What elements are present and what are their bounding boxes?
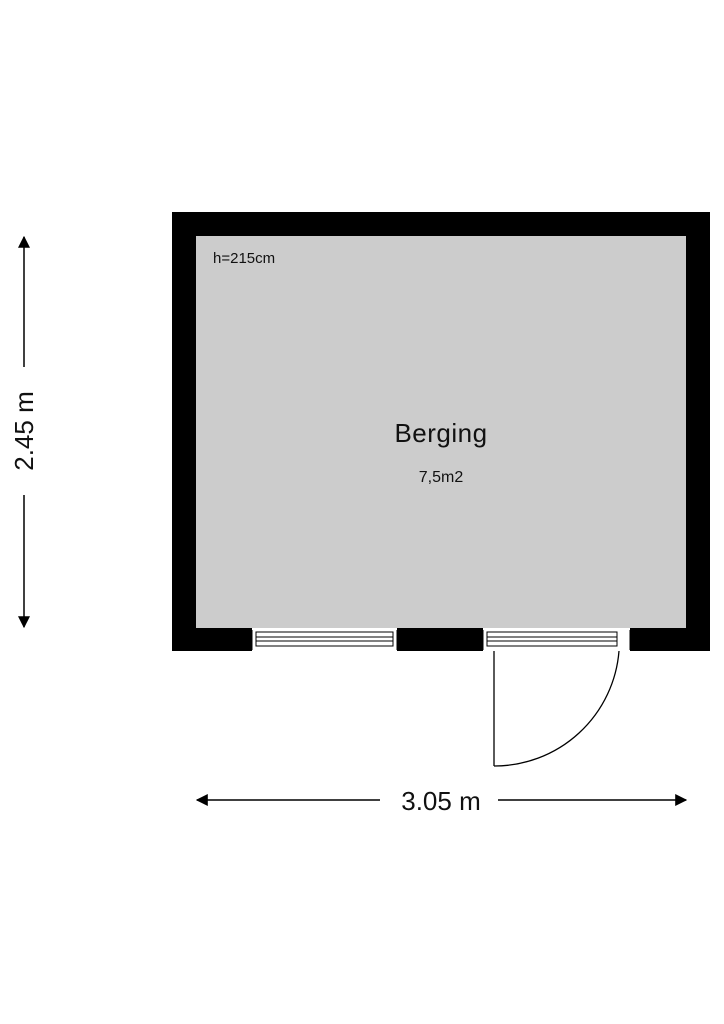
door-frame: [486, 631, 618, 647]
depth-dimension: 2.45 m: [9, 235, 39, 629]
door-swing-arc: [493, 650, 620, 767]
width-dimension-label: 3.05 m: [401, 786, 481, 816]
door: [482, 628, 631, 767]
room-name: Berging: [394, 418, 487, 448]
width-dimension: 3.05 m: [195, 786, 688, 816]
ceiling-height-label: h=215cm: [213, 250, 275, 267]
depth-dimension-label: 2.45 m: [9, 391, 39, 471]
window: [251, 628, 398, 651]
room-floor: [196, 236, 686, 628]
room-area: 7,5m2: [419, 469, 464, 486]
window-frame: [255, 631, 394, 647]
